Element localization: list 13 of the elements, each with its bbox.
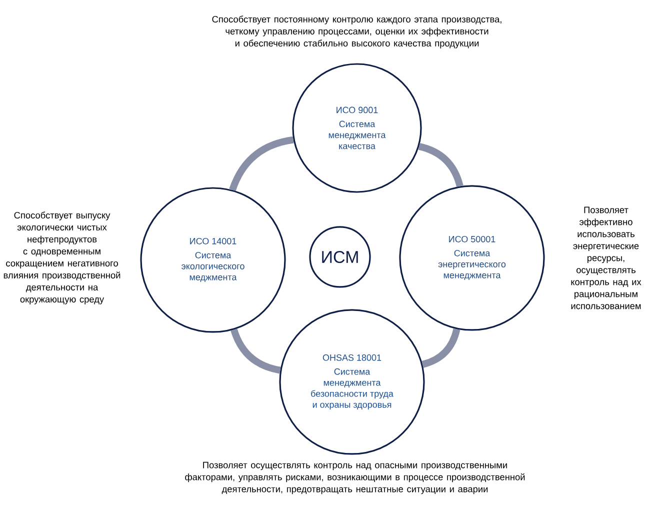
ring-arc xyxy=(230,328,281,374)
circle-node: ИСО 50001 Система энергетического менеджмента xyxy=(399,185,545,331)
circle-node: OHSAS 18001 Система менеджмента безопасности труда и охраны здоровья xyxy=(279,309,425,455)
description-text: Способствует выпуску экологически чистых нефтепродуктов с одновременным сокращением негативного влияния производственной деятельности на окружающую среду xyxy=(4,212,120,304)
ring-arc xyxy=(422,328,460,368)
description-text: Позволяет осуществлять контроль над опасными производственными факторами, управлять рисками, возникающими в процессе производственной деятельности, предотвращать нештатные ситуации и аварии xyxy=(185,462,525,494)
ring-arc xyxy=(418,143,464,188)
description-text: Позволяет эффективно использовать энергетические ресурсы, осуществлять контроль над их рациональным использованием xyxy=(571,206,642,310)
circle-node: ИСО 14001 Система экологического меджмента xyxy=(140,187,286,333)
circle-node: ИСО 9001 Система менеджмента качества xyxy=(292,63,422,193)
description-text: Способствует постоянному контролю каждого этапа производства, четкому управлению процессами, оценки их эффективности и обеспечению стабильно высокого качества продукции xyxy=(212,16,502,48)
circle-node: ИСМ xyxy=(309,226,371,288)
ring-arc xyxy=(229,136,294,192)
